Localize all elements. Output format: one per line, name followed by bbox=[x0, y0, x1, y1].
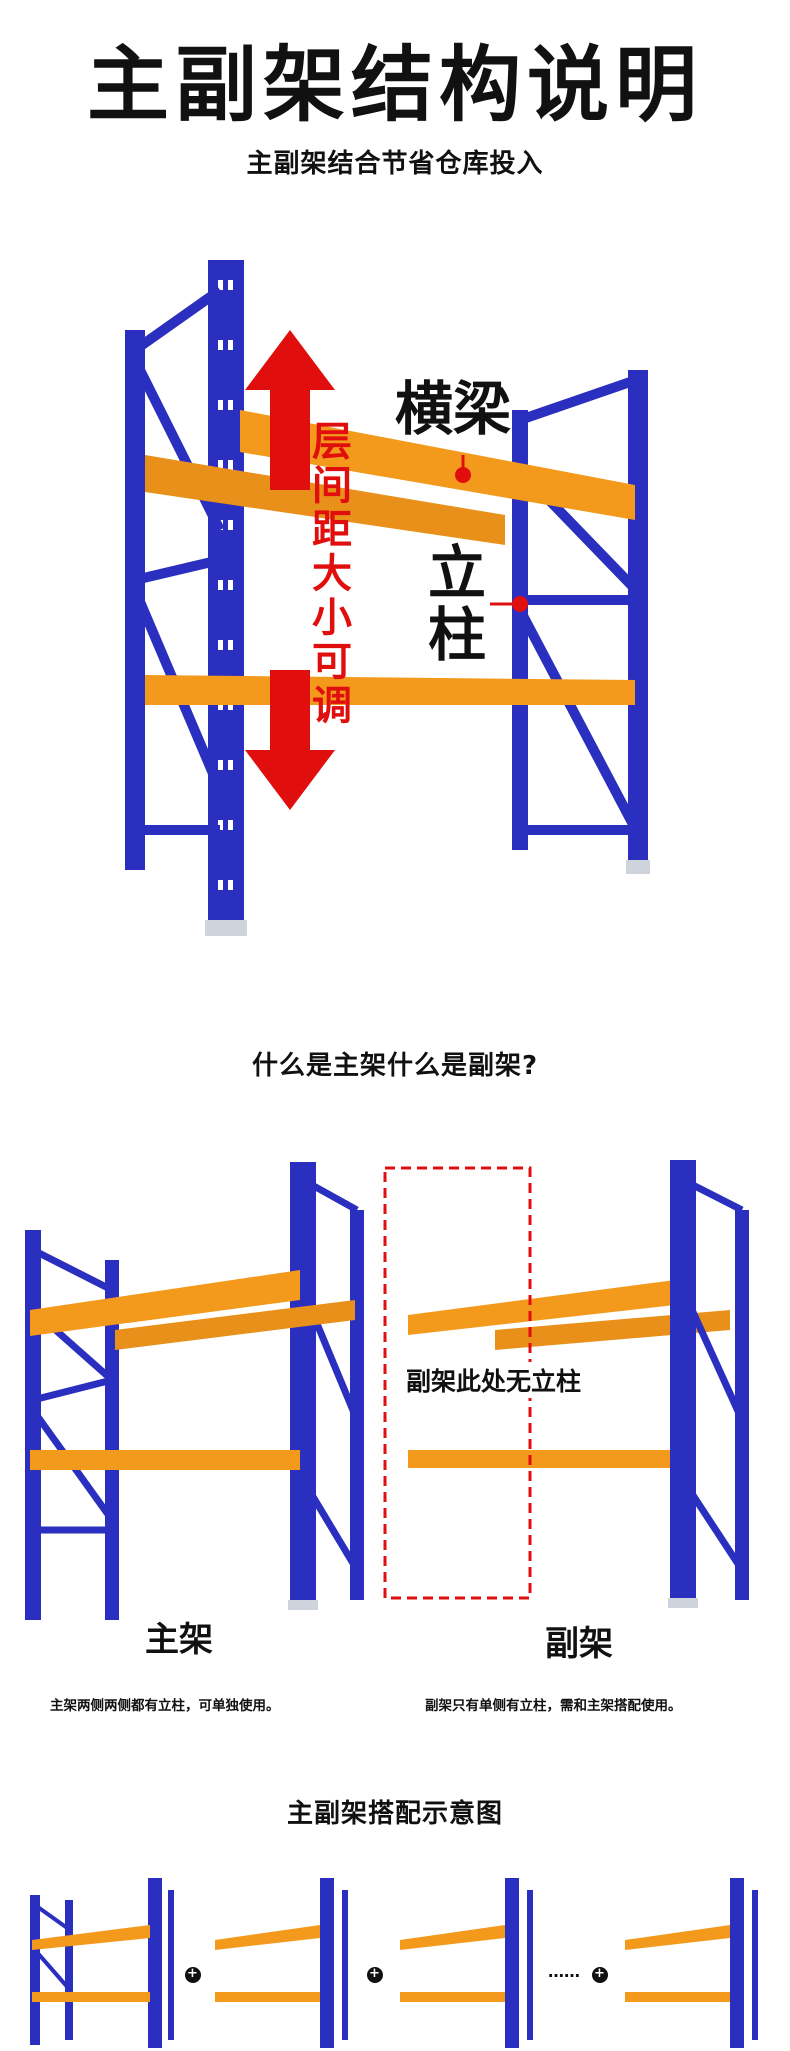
thumb-main-frame bbox=[30, 1878, 174, 2048]
ellipsis: …… bbox=[548, 1962, 580, 1981]
label-beam: 横梁 bbox=[395, 375, 512, 443]
thumb-sub-frame-2 bbox=[400, 1878, 533, 2048]
sub-frame-label: 副架 bbox=[545, 1624, 613, 1664]
main-sub-frame-illustration bbox=[25, 1160, 749, 1620]
plus-sign-1: + bbox=[187, 1966, 198, 1981]
plus-sign-3: + bbox=[594, 1966, 605, 1981]
main-frame-label: 主架 bbox=[145, 1620, 213, 1660]
rack-structure-illustration bbox=[125, 260, 650, 936]
section2-subtitle: 什么是主架什么是副架? bbox=[251, 1051, 539, 1081]
plus-icon bbox=[185, 1967, 201, 1983]
main-frame-caption: 主架两侧两侧都有立柱，可单独使用。 bbox=[50, 1698, 280, 1714]
section1-subtitle: 主副架结合节省仓库投入 bbox=[246, 149, 544, 179]
plus-icon bbox=[367, 1967, 383, 1983]
adjustable-spacing-text: 层 间 距 大 小 可 调 bbox=[312, 419, 352, 729]
thumb-sub-frame-3 bbox=[625, 1878, 758, 2048]
adjust-arrows bbox=[245, 330, 335, 810]
plus-icon bbox=[592, 1967, 608, 1983]
sub-frame-note: 副架此处无立柱 bbox=[404, 1362, 584, 1398]
plus-sign-2: + bbox=[369, 1966, 380, 1981]
right-frame bbox=[512, 370, 650, 874]
main-frame bbox=[25, 1162, 364, 1620]
combination-diagram bbox=[30, 1878, 758, 2048]
section3-subtitle: 主副架搭配示意图 bbox=[286, 1799, 503, 1829]
page-title: 主副架结构说明 bbox=[86, 38, 703, 133]
sub-frame bbox=[408, 1160, 749, 1608]
sub-frame-caption: 副架只有单侧有立柱，需和主架搭配使用。 bbox=[425, 1698, 682, 1714]
beams bbox=[145, 410, 635, 705]
thumb-sub-frame-1 bbox=[215, 1878, 348, 2048]
left-frame bbox=[125, 260, 247, 936]
label-column: 立柱 bbox=[428, 539, 487, 669]
